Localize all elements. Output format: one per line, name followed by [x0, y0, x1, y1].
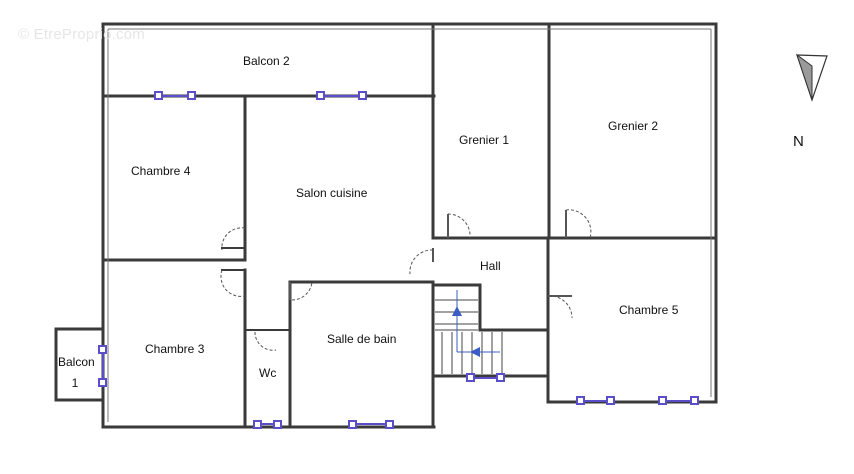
window-frame	[187, 91, 196, 100]
north-arrow-icon	[796, 53, 828, 102]
watermark: © EtreProprio.com	[18, 26, 145, 43]
wall	[431, 283, 550, 332]
door-arc	[254, 331, 277, 351]
room-label-balcon-1-line1: Balcon	[58, 355, 95, 369]
window-frame	[348, 420, 357, 429]
door-leaves	[289, 210, 572, 300]
window-frame	[496, 373, 505, 382]
window-frame	[98, 378, 107, 387]
room-label-salon-cuisine: Salon cuisine	[296, 186, 368, 200]
room-label-salle-de-bain: Salle de bain	[327, 332, 397, 346]
window-frame	[273, 420, 282, 429]
walls	[54, 22, 718, 429]
stair-arrow-left-icon	[470, 347, 480, 357]
window-frame	[316, 91, 325, 100]
window-frame	[576, 396, 585, 405]
room-label-chambre-3: Chambre 3	[145, 342, 205, 356]
window-frame	[154, 91, 163, 100]
window-frame	[606, 396, 615, 405]
room-label-hall: Hall	[480, 259, 501, 273]
room-label-balcon-1: Balcon 1	[58, 352, 95, 394]
window-frame	[690, 396, 699, 405]
stairs	[435, 290, 503, 374]
room-label-grenier-1: Grenier 1	[459, 133, 510, 147]
door-arc	[221, 227, 246, 251]
door-arc	[565, 209, 592, 239]
compass-label: N	[793, 133, 804, 150]
inner-wall-lines	[107, 28, 712, 422]
window-frame	[658, 396, 667, 405]
window-frame	[358, 91, 367, 100]
room-label-balcon-2: Balcon 2	[243, 54, 290, 68]
door-arc	[447, 213, 471, 239]
room-label-balcon-1-line2: 1	[71, 376, 79, 390]
window-frame	[466, 373, 475, 382]
door-arc	[291, 281, 313, 301]
room-label-grenier-2: Grenier 2	[608, 119, 659, 133]
window-frame	[253, 420, 262, 429]
door-arc	[547, 295, 573, 319]
door-arc	[409, 249, 434, 275]
room-label-wc: Wc	[259, 366, 277, 380]
room-label-chambre-4: Chambre 4	[131, 164, 191, 178]
door-arc	[220, 269, 246, 297]
window-frame	[385, 420, 394, 429]
windows	[98, 91, 699, 429]
window-frame	[98, 345, 107, 354]
stair-arrow-up-icon	[452, 306, 462, 316]
room-label-chambre-5: Chambre 5	[619, 303, 679, 317]
doors	[220, 209, 592, 351]
